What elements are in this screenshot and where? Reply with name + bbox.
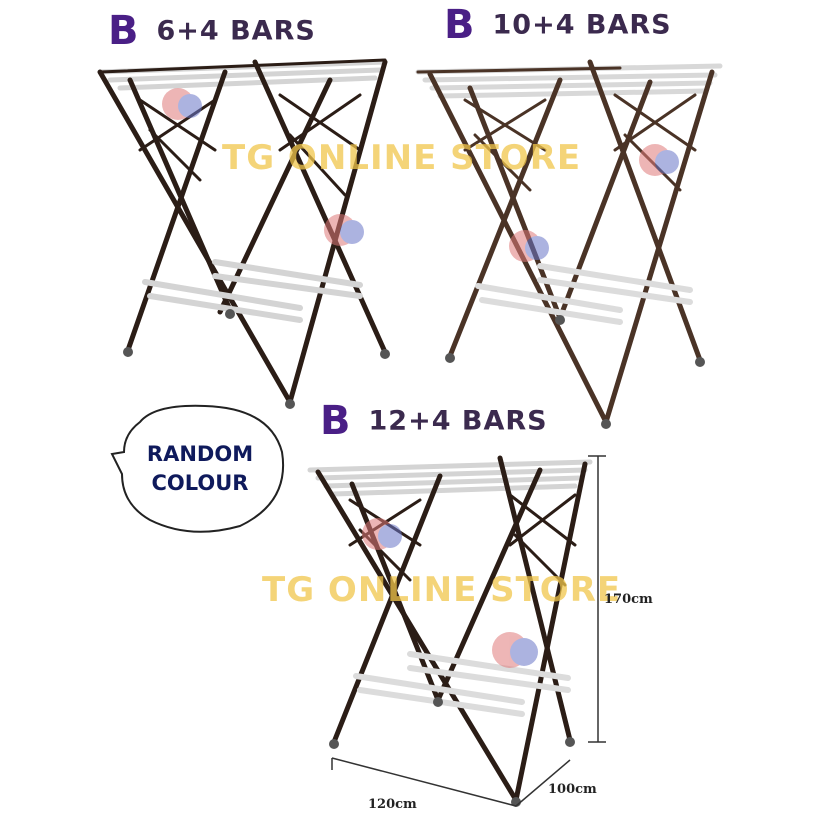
speech-bubble (110, 404, 285, 533)
drying-rack-6-4 (97, 58, 390, 409)
drying-rack-12-4 (307, 455, 593, 807)
depth-dimension: 100cm (548, 782, 597, 797)
label-letter: B (108, 8, 139, 54)
rack-label-12-4: B 12+4 BARS (320, 398, 548, 444)
label-text: 10+4 BARS (492, 9, 672, 41)
random-colour-note: RANDOM COLOUR (128, 440, 272, 498)
width-dimension: 120cm (368, 797, 417, 812)
dimension-lines (331, 455, 606, 807)
bubble-line-1: RANDOM (146, 442, 254, 466)
store-watermark: TG ONLINE STORE (262, 570, 622, 610)
label-text: 12+4 BARS (368, 405, 548, 437)
height-dimension: 170cm (604, 592, 653, 607)
label-text: 6+4 BARS (156, 15, 316, 47)
label-letter: B (320, 398, 351, 444)
store-watermark: TG ONLINE STORE (222, 138, 582, 178)
rack-label-6-4: B 6+4 BARS (108, 8, 316, 54)
store-logo-marks (162, 88, 679, 668)
bubble-line-2: COLOUR (151, 471, 249, 495)
label-letter: B (444, 2, 475, 48)
rack-label-10-4: B 10+4 BARS (444, 2, 672, 48)
drying-rack-10-4 (415, 59, 723, 429)
